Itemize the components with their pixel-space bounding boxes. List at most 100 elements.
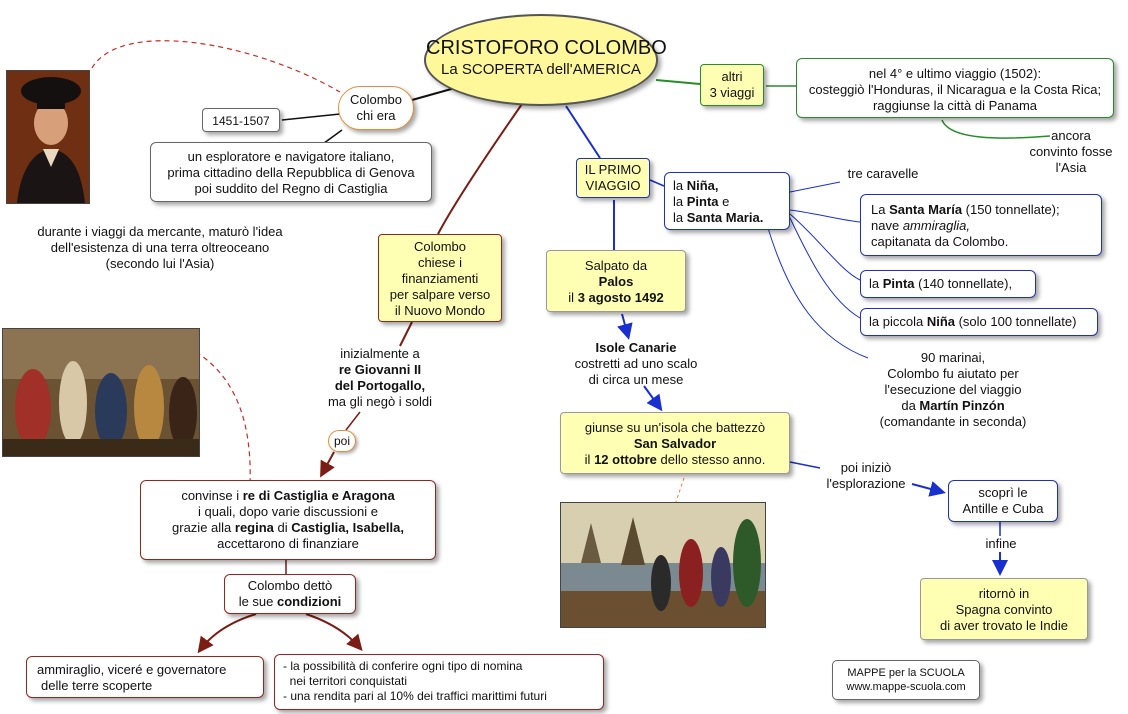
caravels-text: tre caravelle [838,166,928,184]
link-fourth-still [941,119,1051,139]
castile-3: grazie alla regina di Castiglia, Isabell… [172,520,404,535]
landing-painting [560,502,766,628]
rights-box[interactable]: - la possibilità di conferire ogni tipo … [274,654,604,710]
dashed-link-court-image [195,351,251,487]
who-node[interactable]: Colombo chi era [338,86,414,130]
arrow-departure-canary [617,313,633,340]
idea-2: dell'esistenza di una terra oltreoceano [50,240,270,255]
dates-text: 1451-1507 [212,114,270,128]
landing-1: giunse su un'isola che battezzò [584,420,766,435]
return-box[interactable]: ritornò in Spagna convinto di aver trova… [920,578,1088,640]
pinta-text: la Pinta (140 tonnellate), [869,276,1013,291]
financing-4: per salpare verso [389,287,491,302]
footer-1: MAPPE per la SCUOLA [847,667,965,679]
first-trip-2: VIAGGIO [585,178,641,193]
santa-maria-1: La Santa María (150 tonnellate); [871,202,1060,217]
departure-3: il 3 agosto 1492 [568,290,664,305]
link-ships-nina [789,217,861,319]
rights-3: - una rendita pari al 10% dei traffici m… [283,689,547,703]
fourth-trip-1: nel 4° e ultimo viaggio (1502): [868,66,1042,81]
link-ships-santamaria [789,209,861,223]
dashed-link-landing-image [675,477,685,503]
finally-label: infine [985,536,1017,551]
other-trips-box[interactable]: altri 3 viaggi [700,64,764,106]
financing-2: chiese i [417,255,463,270]
rights-2: nei territori conquistati [283,674,408,688]
exploration-1: poi iniziò [840,460,892,475]
first-trip-box[interactable]: IL PRIMO VIAGGIO [576,158,650,198]
admiral-1: ammiraglio, viceré e governatore [37,662,227,677]
landing-painting-drawing [561,503,765,627]
ship-nina: la Niña, [673,178,719,193]
admiral-box[interactable]: ammiraglio, viceré e governatore delle t… [26,656,264,698]
description-1: un esploratore e navigatore italiano, [187,149,395,164]
columbus-portrait [6,70,90,204]
landing-box[interactable]: giunse su un'isola che battezzò San Salv… [560,412,790,474]
link-ships-pinta [789,213,861,281]
sailors-5: (comandante in seconda) [879,414,1027,429]
then-node[interactable]: poi [328,430,356,452]
antilles-2: Antille e Cuba [962,501,1044,516]
santa-maria-2: nave ammiraglia, [871,218,970,233]
financing-5: il Nuovo Mondo [394,303,486,318]
landing-3: il 12 ottobre dello stesso anno. [584,452,766,467]
link-ships-caravels [789,181,841,193]
castile-2: i quali, dopo varie discussioni e [198,504,378,519]
dates-box[interactable]: 1451-1507 [202,108,280,132]
who-label-1: Colombo [349,92,403,107]
arrow-conditions-admiral [197,613,257,654]
antilles-box[interactable]: scoprì le Antille e Cuba [948,480,1058,522]
portugal-4: ma gli negò i soldi [327,394,433,409]
exploration-text: poi iniziò l'esplorazione [814,460,918,494]
canary-2: costretti ad uno scalo [574,356,698,371]
canary-3: di circa un mese [588,372,684,387]
fourth-trip-3: raggiunse la città di Panama [872,98,1038,113]
footer-box: MAPPE per la SCUOLA www.mappe-scuola.com [832,660,980,700]
still-3: l'Asia [1055,160,1087,175]
other-trips-2: 3 viaggi [709,85,755,100]
court-painting [2,328,200,457]
sailors-3: l'esecuzione del viaggio [884,382,1022,397]
first-trip-1: IL PRIMO [584,162,642,177]
description-box[interactable]: un esploratore e navigatore italiano, pr… [150,142,432,202]
link-landing-exploration [789,461,821,469]
return-3: di aver trovato le Indie [940,618,1068,633]
arrow-then-castile [320,451,335,478]
antilles-1: scoprì le [978,485,1028,500]
castile-1: convinse i re di Castiglia e Aragona [181,488,395,503]
ship-pinta: la Pinta e [673,194,730,209]
financing-3: finanziamenti [401,271,479,286]
conditions-box[interactable]: Colombo dettò le sue condizioni [224,574,356,614]
rights-1: - la possibilità di conferire ogni tipo … [283,659,523,673]
link-who-dates [281,113,341,121]
finally-text: infine [966,536,1036,552]
link-portugal-then [345,411,361,431]
then-label: poi [333,434,350,448]
portugal-2: re Giovanni II [338,362,422,377]
fourth-trip-2: costeggiò l'Honduras, il Nicaragua e la … [808,82,1102,97]
sailors-text: 90 marinai, Colombo fu aiutato per l'ese… [858,350,1048,432]
financing-1: Colombo [413,239,467,254]
conditions-2: le sue condizioni [238,594,342,609]
return-2: Spagna convinto [955,602,1053,617]
pinta-box[interactable]: la Pinta (140 tonnellate), [860,270,1036,298]
ship-santamaria: la Santa Maria. [673,210,764,225]
financing-box[interactable]: Colombo chiese i finanziamenti per salpa… [378,234,502,322]
still-1: ancora [1051,128,1091,143]
link-title-other [655,79,701,85]
nina-box[interactable]: la piccola Niña (solo 100 tonnellate) [860,308,1098,336]
ships-box[interactable]: la Niña, la Pinta e la Santa Maria. [664,172,790,230]
departure-box[interactable]: Salpato da Palos il 3 agosto 1492 [546,250,686,312]
santa-maria-box[interactable]: La Santa María (150 tonnellate); nave am… [860,194,1102,256]
santa-maria-3: capitanata da Colombo. [871,234,1009,249]
fourth-trip-box[interactable]: nel 4° e ultimo viaggio (1502): costeggi… [796,58,1114,118]
idea-3: (secondo lui l'Asia) [105,256,215,271]
nina-text: la piccola Niña (solo 100 tonnellate) [869,314,1077,329]
canary-text: Isole Canarie costretti ad uno scalo di … [556,340,716,388]
return-1: ritornò in [978,586,1030,601]
castile-4: accettarono di finanziare [217,536,359,551]
portrait-drawing [7,71,89,203]
arrow-canary-landing [643,385,663,412]
castile-box[interactable]: convinse i re di Castiglia e Aragona i q… [140,480,436,560]
